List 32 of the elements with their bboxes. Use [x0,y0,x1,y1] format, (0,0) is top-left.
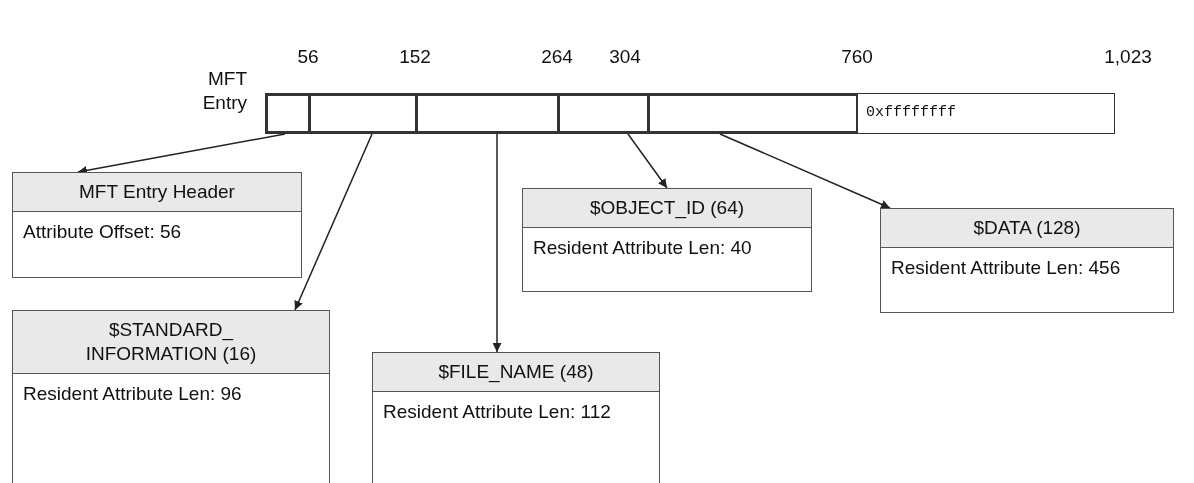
offset-number: 264 [541,46,573,68]
attribute-details: Resident Attribute Len: 40 [532,236,753,260]
offset-number: 304 [609,46,641,68]
attribute-box [12,172,302,278]
attribute-details: Resident Attribute Len: 96 [22,382,243,406]
bar-segment [308,93,418,134]
attribute-header: $STANDARD_ INFORMATION (16) [13,311,329,374]
offset-number: 760 [841,46,873,68]
arrow [719,133,891,209]
arrow [492,133,502,353]
attribute-box [522,188,812,292]
attribute-details: Resident Attribute Len: 456 [890,256,1122,280]
attribute-details: Resident Attribute Len: 112 [382,400,612,424]
bar-segment [557,93,650,134]
attribute-header: $FILE_NAME (48) [373,353,659,392]
bar-segment: 0xffffffff [857,93,1115,134]
attribute-box [372,352,660,483]
offset-number: 1,023 [1104,46,1152,68]
bar-segment [265,93,311,134]
attribute-header: $DATA (128) [881,209,1173,248]
bar-segment [415,93,560,134]
entry-label: MFT Entry [201,67,247,115]
arrow [294,133,373,311]
offset-number: 56 [297,46,319,68]
arrow [627,133,668,189]
attribute-details: Attribute Offset: 56 [22,220,183,244]
attribute-header: MFT Entry Header [13,173,301,212]
offset-number: 152 [399,46,431,68]
bar-segment [647,93,859,134]
attribute-header: $OBJECT_ID (64) [523,189,811,228]
attribute-box [880,208,1174,313]
attribute-box [12,310,330,483]
